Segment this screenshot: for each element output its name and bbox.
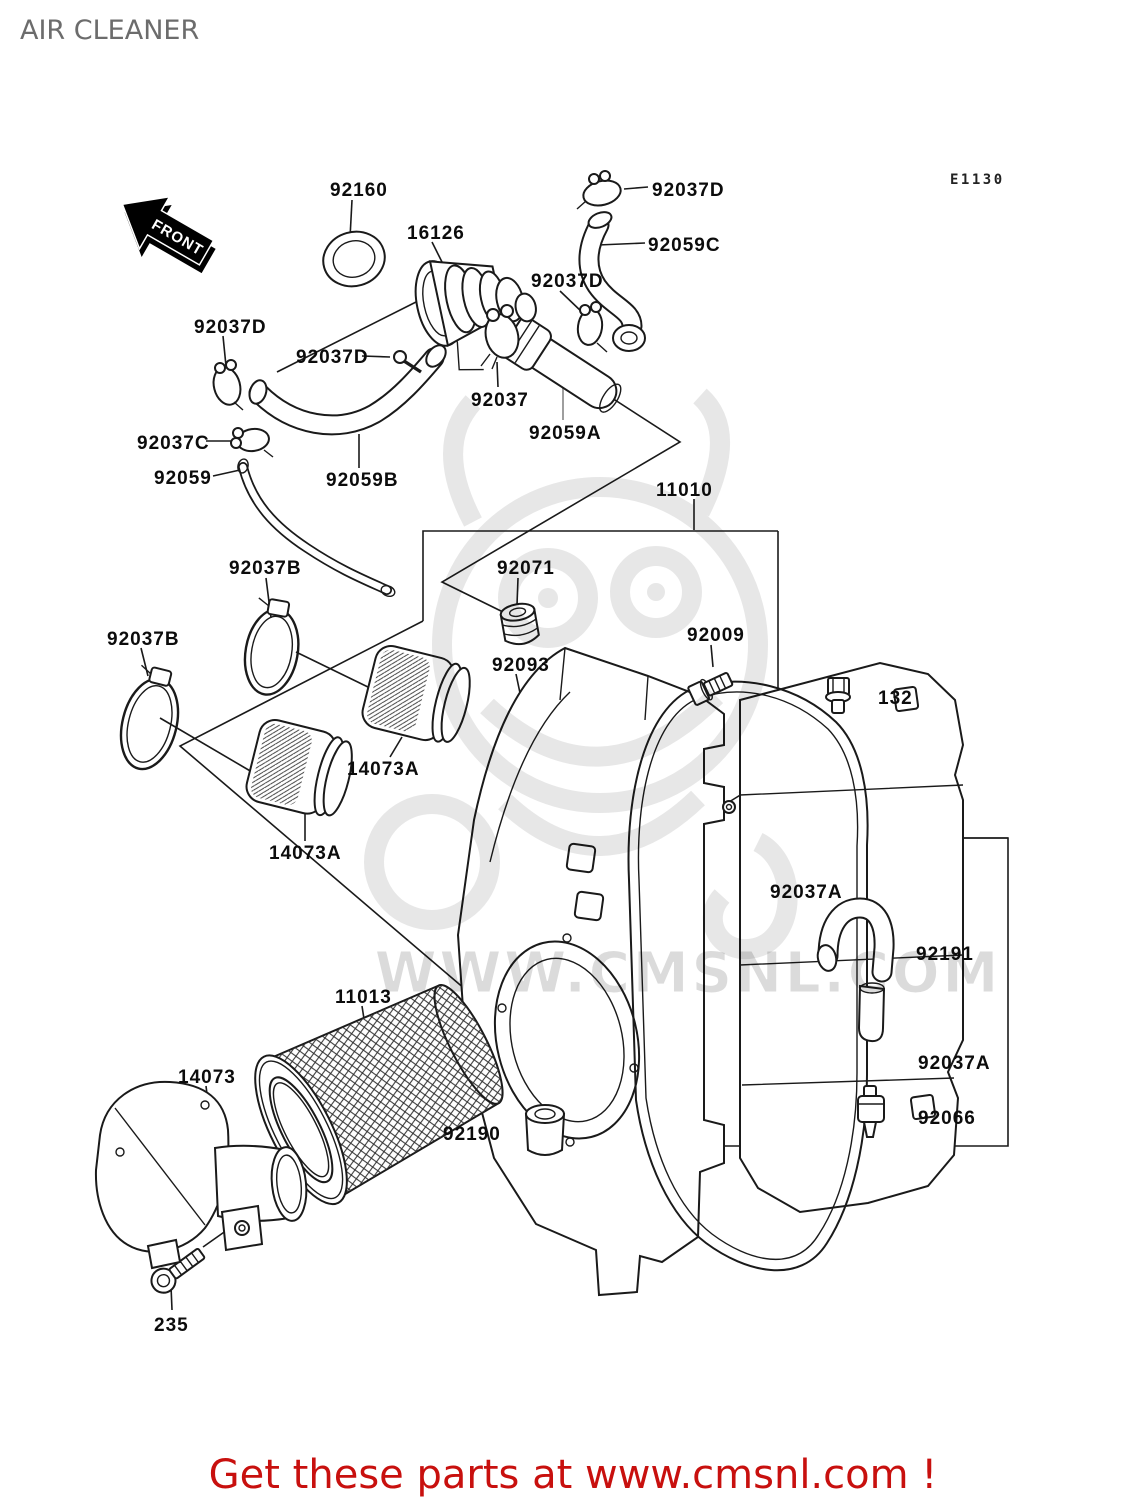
part-label-92066[interactable]: 92066: [918, 1108, 976, 1129]
part-label-92037B-b[interactable]: 92037B: [107, 629, 180, 650]
hose-92059: [237, 458, 396, 598]
clamp-92037C: [230, 427, 274, 458]
part-label-14073A-b[interactable]: 14073A: [269, 843, 342, 864]
hose-92059B: [248, 344, 447, 436]
part-label-92037D-b[interactable]: 92037D: [531, 271, 604, 292]
page-title: AIR CLEANER: [20, 15, 199, 46]
part-label-92037D-a[interactable]: 92037D: [652, 180, 725, 201]
part-label-92037A-a[interactable]: 92037A: [770, 882, 843, 903]
part-label-92037C[interactable]: 92037C: [137, 433, 210, 454]
hose-92191: [816, 897, 895, 1043]
band-clamp-92037B-b: [119, 664, 180, 771]
boot-16126: [414, 260, 537, 371]
part-label-132[interactable]: 132: [878, 688, 913, 709]
intake-cap-14073: [94, 1080, 308, 1270]
part-label-92009[interactable]: 92009: [687, 625, 745, 646]
band-clamp-92037B-a: [243, 597, 300, 696]
part-label-92093[interactable]: 92093: [492, 655, 550, 676]
clamp-92037D-b: [576, 301, 608, 353]
part-label-92059C[interactable]: 92059C: [648, 235, 721, 256]
part-label-14073[interactable]: 14073: [178, 1067, 236, 1088]
pin-92037D-d: [393, 350, 422, 374]
part-label-14073A-a[interactable]: 14073A: [347, 759, 420, 780]
part-labels: 92160 16126 92037D 92059C 92037D 92037D …: [107, 180, 991, 1336]
bolt-132: [825, 677, 851, 714]
part-label-92059B[interactable]: 92059B: [326, 470, 399, 491]
part-label-92037D-d[interactable]: 92037D: [296, 347, 369, 368]
hose-92059C: [578, 211, 646, 352]
filter-11013: [254, 984, 504, 1206]
part-label-235[interactable]: 235: [154, 1315, 189, 1336]
part-label-92071[interactable]: 92071: [497, 558, 555, 579]
valve-92066: [857, 1085, 885, 1138]
airbox-body: [739, 661, 965, 1214]
part-label-92037A-b[interactable]: 92037A: [918, 1053, 991, 1074]
footer-link[interactable]: Get these parts at www.cmsnl.com !: [209, 1452, 938, 1498]
part-label-11010[interactable]: 11010: [656, 480, 713, 501]
watermark-logo: [364, 388, 798, 960]
watermark-text: WWW.CMSNL.COM: [375, 941, 1001, 1006]
duct-14073A-b: [245, 718, 353, 817]
part-label-92037[interactable]: 92037: [471, 390, 529, 411]
part-label-92037D-c[interactable]: 92037D: [194, 317, 267, 338]
clamp-92037D-a: [576, 170, 622, 210]
part-label-16126[interactable]: 16126: [407, 223, 465, 244]
part-label-92190[interactable]: 92190: [443, 1124, 501, 1145]
gasket-92093: [627, 680, 869, 1272]
screw-235: [150, 1247, 206, 1294]
part-label-11013[interactable]: 11013: [335, 987, 392, 1008]
diagram-code: E1130: [950, 172, 1005, 188]
front-direction-marker: FRONT: [121, 195, 216, 274]
clamp-92037D-c: [212, 359, 244, 411]
collar-92190: [524, 1104, 566, 1156]
seal-92160: [322, 230, 386, 288]
part-label-92037B-a[interactable]: 92037B: [229, 558, 302, 579]
part-label-92059[interactable]: 92059: [154, 468, 212, 489]
part-label-92059A[interactable]: 92059A: [529, 423, 602, 444]
part-label-92160[interactable]: 92160: [330, 180, 388, 201]
clamp-92037: [480, 304, 520, 370]
part-label-92191[interactable]: 92191: [916, 944, 974, 965]
